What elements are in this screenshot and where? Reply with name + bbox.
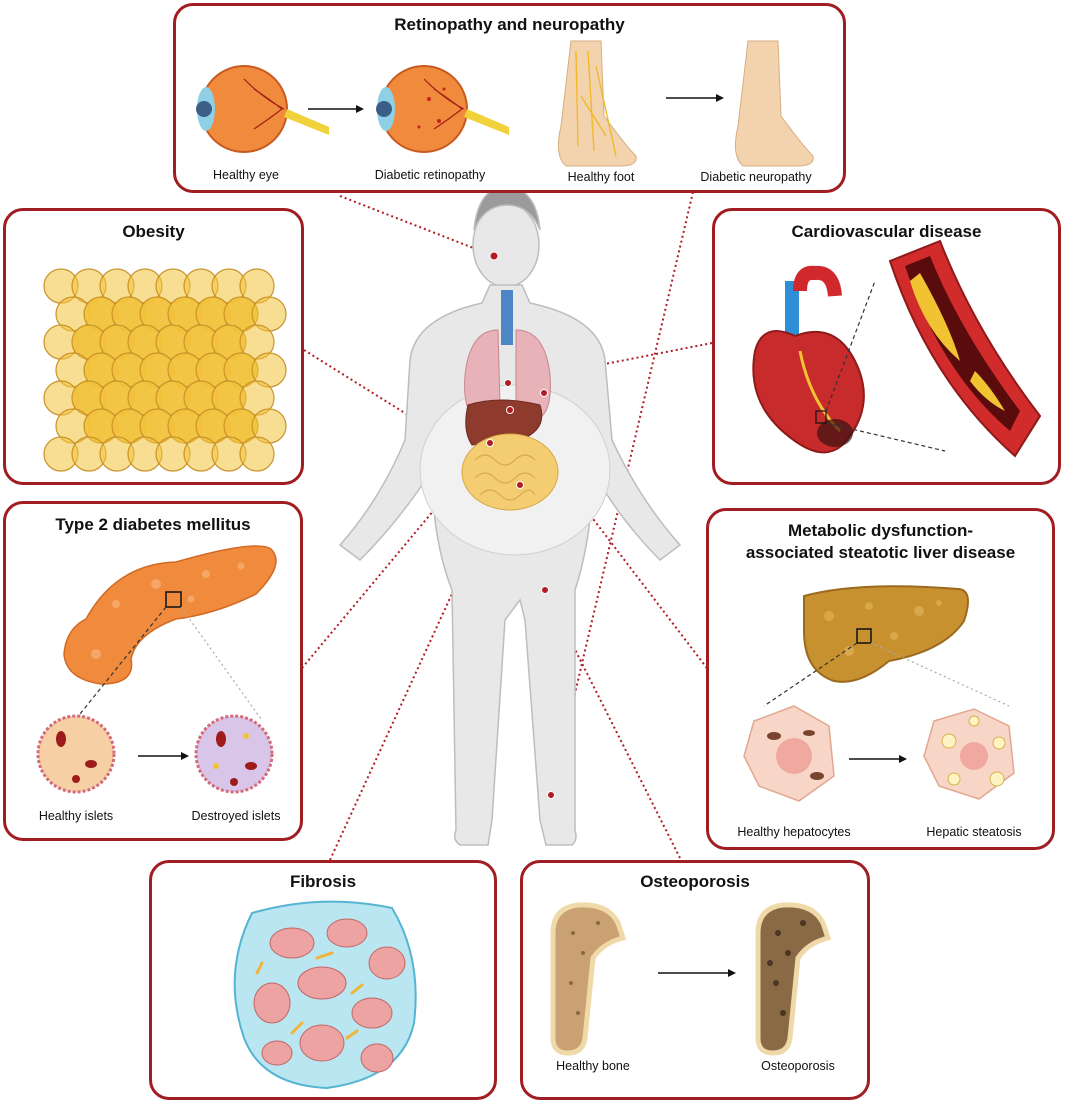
caption-healthy-foot: Healthy foot [567,170,635,184]
liver-organ-icon [465,399,543,446]
panel-title: Retinopathy and neuropathy [394,15,625,34]
retinopathy-panel: Retinopathy and neuropathy Healthy eye D… [173,3,846,193]
caption-healthy-bone: Healthy bone [556,1059,630,1073]
heart-icon [752,265,946,454]
panel-title-line-1: Metabolic dysfunction- [787,521,974,540]
masld-panel: Metabolic dysfunction- associated steato… [706,508,1055,850]
artery-plaque-icon [888,239,1042,458]
panel-title: Fibrosis [289,872,357,891]
eye-icon [196,65,509,153]
hepatocyte-icon [743,705,1015,802]
caption-osteoporosis: Osteoporosis [761,1059,835,1073]
fibrosis-panel: Fibrosis [149,860,497,1100]
femur-icon [550,902,832,1056]
trachea-icon [501,290,513,345]
liver-icon [763,585,1010,707]
panel-title: Type 2 diabetes mellitus [55,515,251,534]
caption-healthy-hepatocytes: Healthy hepatocytes [737,825,851,839]
adipocyte-cell [239,436,275,472]
caption-healthy-eye: Healthy eye [212,168,279,182]
pancreas-icon [63,545,277,720]
cardio-panel: Cardiovascular disease [712,208,1061,485]
osteoporosis-panel: Osteoporosis Healthy bone Osteoporosis [520,860,870,1100]
t2dm-panel: Type 2 diabetes mellitus Healthy islets … [3,501,303,841]
panel-title: Obesity [122,222,185,241]
foot-icon [557,40,814,167]
islet-icon [36,714,274,794]
caption-healthy-islets: Healthy islets [38,809,114,823]
caption-hepatic-steatosis: Hepatic steatosis [926,825,1022,839]
caption-destroyed-islets: Destroyed islets [191,809,281,823]
adipocyte-cluster-icon [43,268,287,472]
caption-diabetic-retinopathy: Diabetic retinopathy [374,168,486,182]
obesity-panel: Obesity [3,208,304,485]
panel-title: Cardiovascular disease [791,222,982,241]
intestine-icon [461,433,559,511]
panel-title: Osteoporosis [640,872,750,891]
fibrotic-tissue-icon [233,900,417,1090]
panel-title-line-2: associated steatotic liver disease [745,543,1016,562]
caption-diabetic-neuropathy: Diabetic neuropathy [700,170,812,184]
